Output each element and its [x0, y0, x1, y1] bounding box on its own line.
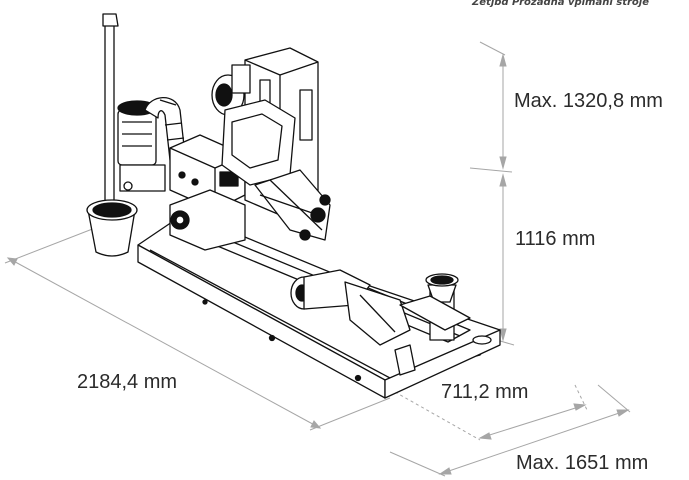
arm-spoke [259, 194, 319, 216]
arrow-icon [499, 53, 507, 67]
bolt-icon [268, 334, 276, 342]
arm-knob [299, 229, 311, 241]
right-cup-opening [430, 275, 454, 285]
width-extension-right [574, 384, 589, 413]
clamp-block [169, 189, 246, 251]
height-max-label: Max. 1320,8 mm [514, 90, 663, 112]
machine-illustration [86, 13, 501, 399]
bucket [87, 209, 136, 257]
arrow-icon [438, 467, 452, 475]
gearbox [119, 164, 166, 192]
base-right-side [384, 329, 501, 399]
width-extension-left [394, 391, 481, 441]
width-max-dimension-line [439, 409, 629, 475]
bucket-opening [92, 202, 132, 218]
length-extension-right [309, 397, 391, 431]
figure-caption: Zetjbd Prozadná vpímání stroje [472, 0, 649, 8]
bolt-icon [354, 374, 362, 382]
arrow-icon [499, 328, 507, 342]
width-max-extension-left [389, 451, 446, 477]
hose-ring [159, 99, 177, 106]
indicator-icon [178, 171, 186, 179]
handle-grip [102, 13, 119, 27]
hose-ring [164, 122, 183, 126]
arm-knob [319, 194, 331, 206]
upper-drum-core [215, 83, 233, 107]
height-extension-top [479, 41, 506, 56]
arrow-icon [573, 403, 587, 411]
arrow-icon [310, 420, 322, 429]
arm-hub [310, 207, 326, 223]
indicator-icon [191, 178, 199, 186]
cutter-window [231, 113, 283, 169]
hose-ring [166, 137, 185, 141]
gearbox-flange [123, 181, 133, 191]
arrow-icon [616, 409, 630, 417]
width-max-label: Max. 1651 mm [516, 452, 649, 474]
handle-pole [104, 21, 115, 213]
arm-plate [254, 169, 331, 241]
motor [117, 109, 157, 166]
base-inner-edge [149, 249, 391, 379]
length-label: 2184,4 mm [77, 371, 178, 393]
right-plate [399, 295, 471, 331]
roller-strut [359, 294, 396, 333]
base-hole [472, 335, 492, 345]
width-label: 711,2 mm [441, 381, 529, 403]
length-extension-left [4, 227, 96, 264]
arm-spoke [269, 179, 323, 231]
upper-bracket [231, 64, 251, 94]
dimension-lines [4, 41, 631, 477]
arrow-icon [478, 432, 492, 440]
bolt-icon [202, 299, 208, 305]
arrow-icon [499, 173, 507, 187]
arrow-icon [6, 257, 18, 266]
base-foot [394, 344, 416, 376]
height-extension-mid [469, 167, 513, 173]
width-dimension-line [479, 404, 586, 439]
clamp-hub [175, 215, 185, 225]
height-label: 1116 mm [515, 228, 596, 250]
length-dimension-line [7, 257, 321, 429]
control-panel [219, 171, 239, 187]
width-max-extension-right [597, 384, 631, 413]
arrow-icon [499, 156, 507, 170]
tower-panel [299, 89, 313, 141]
